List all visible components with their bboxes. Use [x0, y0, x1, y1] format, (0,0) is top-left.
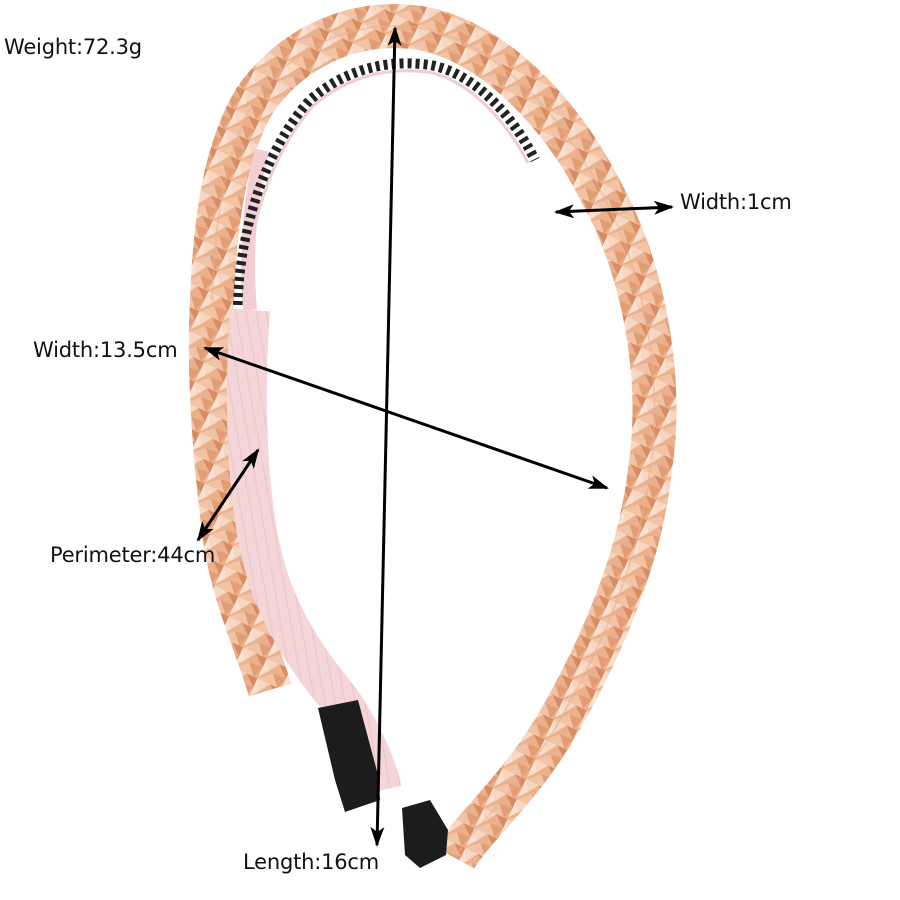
perimeter-label: Perimeter:44cm [50, 543, 216, 567]
comb-teeth [233, 58, 540, 306]
span-width-arrow [203, 346, 609, 490]
length-label: Length:16cm [243, 850, 380, 874]
headband-end-tips [318, 700, 448, 868]
span-width-label: Width:13.5cm [33, 338, 178, 362]
band-width-label: Width:1cm [680, 190, 792, 214]
weight-label: Weight:72.3g [4, 35, 142, 59]
band-width-arrow [554, 200, 674, 219]
length-arrow [370, 26, 402, 847]
headband-fabric-band [226, 148, 402, 795]
perimeter-arrow [196, 448, 260, 542]
measurement-arrows [196, 26, 674, 847]
